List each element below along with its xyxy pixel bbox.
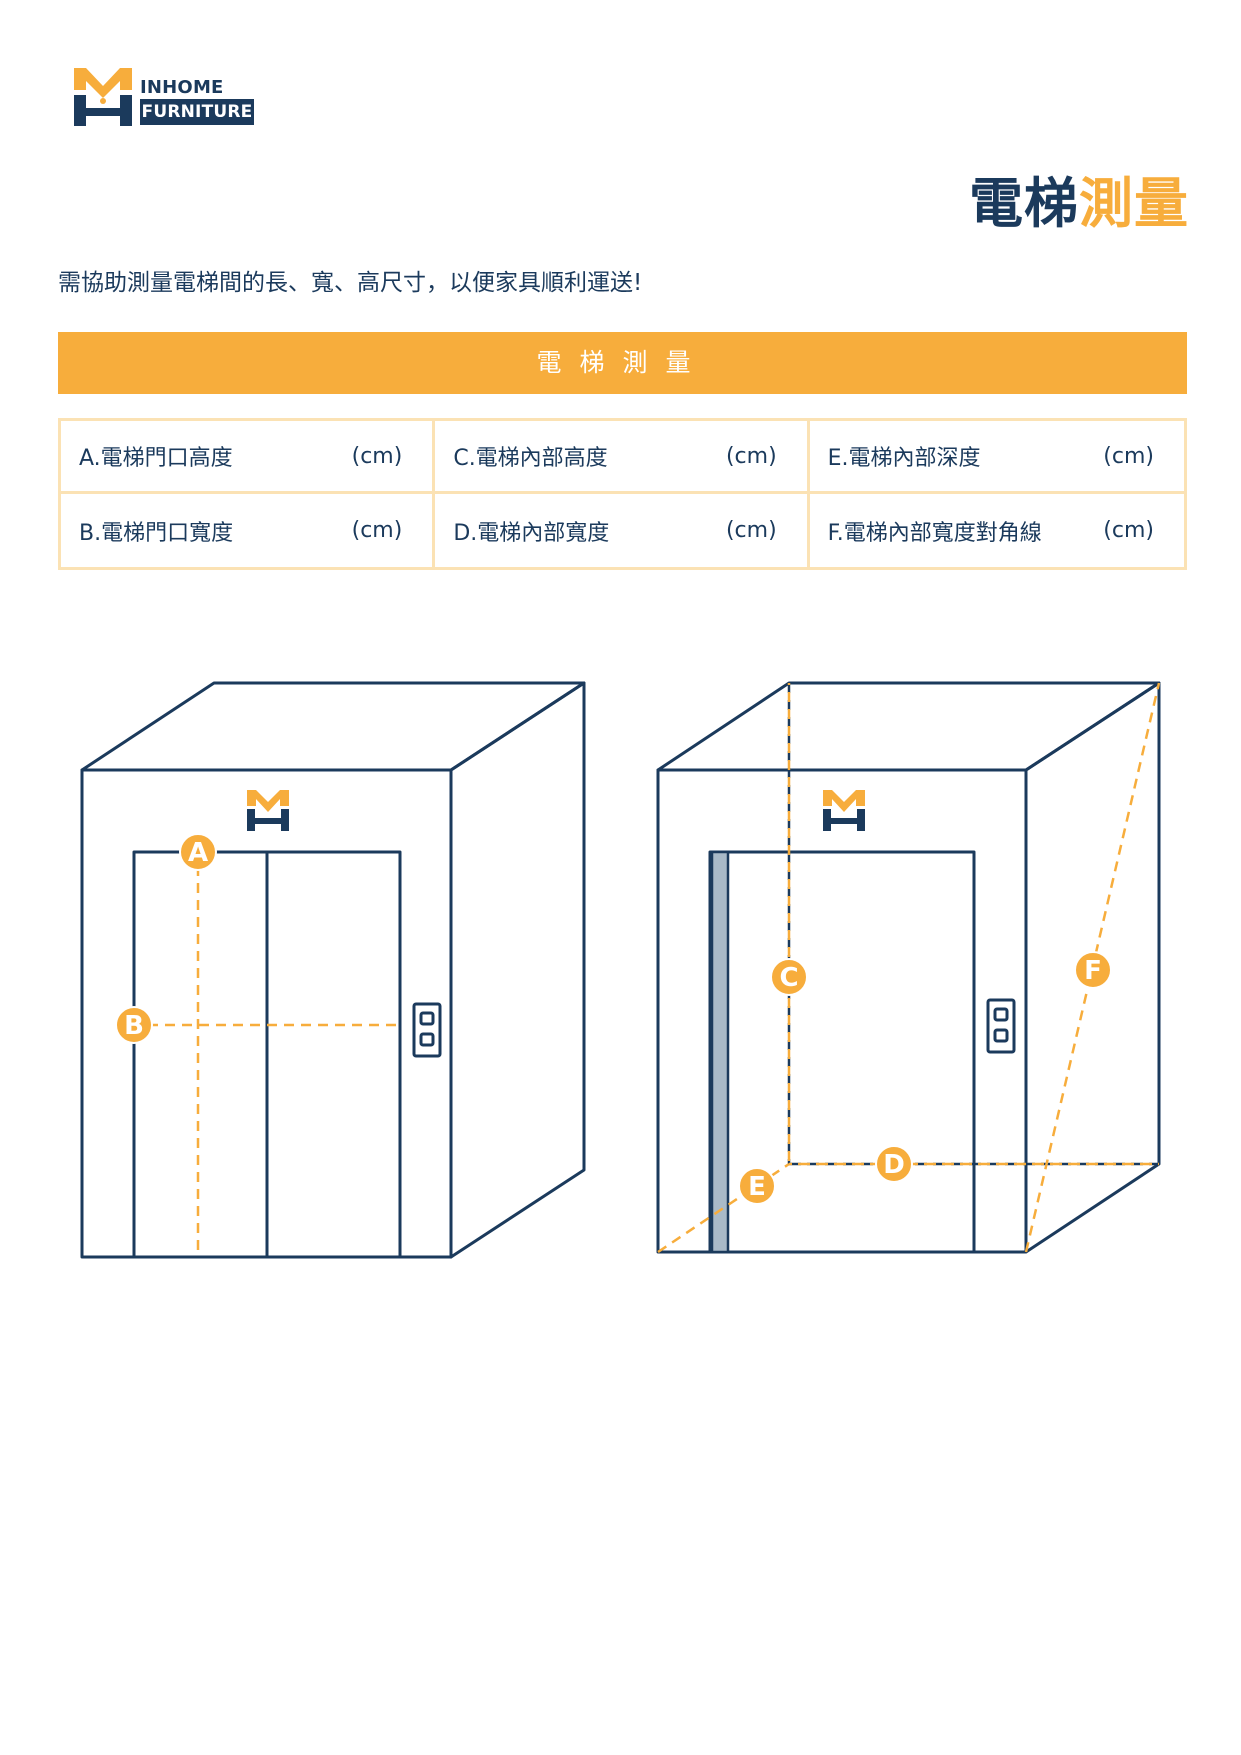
call-panel-right [986, 998, 1016, 1054]
measurement-unit: (cm) [351, 518, 403, 543]
measurement-cell-c[interactable]: C.電梯內部高度 (cm) [435, 421, 810, 494]
right-wall-panel [710, 850, 730, 1254]
page-subtitle: 需協助測量電梯間的長、寬、高尺寸，以便家具順利運送! [58, 270, 643, 296]
left-elevator-logo-icon [247, 790, 289, 831]
left-elevator [80, 681, 586, 1259]
marker-f-label: F [1084, 956, 1102, 986]
logo-home-text: HOME [162, 77, 224, 98]
marker-b: B [115, 1006, 153, 1044]
measurement-label: A.電梯門口高度 [79, 446, 233, 471]
page-title-part2: 測量 [1079, 172, 1189, 235]
marker-b-label: B [124, 1011, 144, 1041]
right-elevator-logo-icon [823, 790, 865, 831]
call-button-down-icon [419, 1032, 435, 1047]
measurement-cell-b[interactable]: B.電梯門口寬度 (cm) [61, 494, 436, 567]
measurement-unit: (cm) [725, 518, 777, 543]
brand-logo: INHOME FURNITURE [74, 68, 264, 128]
measurement-cell-d[interactable]: D.電梯內部寬度 (cm) [435, 494, 810, 567]
measurement-unit: (cm) [725, 443, 777, 469]
marker-a: A [179, 833, 217, 871]
measurement-label: C.電梯內部高度 [453, 446, 608, 471]
measurement-cell-f[interactable]: F.電梯內部寬度對角線 (cm) [810, 494, 1184, 567]
marker-e-label: E [748, 1172, 766, 1202]
logo-mh-icon [74, 68, 132, 126]
left-elevator-top-face [80, 681, 586, 772]
right-door-frame [708, 850, 976, 1254]
section-banner: 電梯測量 [58, 332, 1187, 394]
right-elevator-top-face [656, 681, 1161, 772]
elevator-diagrams: A B C D E F [0, 660, 1241, 1280]
marker-d-label: D [883, 1150, 905, 1180]
call-button-up-icon [419, 1011, 435, 1026]
measure-line-e [657, 1162, 790, 1254]
right-elevator [656, 681, 1161, 1254]
logo-in-text: IN [140, 77, 163, 98]
call-button-up-icon [993, 1007, 1009, 1022]
page-title-part1: 電梯 [969, 172, 1079, 235]
left-measure-lines [148, 866, 400, 1255]
measurement-table: A.電梯門口高度 (cm) C.電梯內部高度 (cm) E.電梯內部深度 (cm… [58, 418, 1187, 570]
measurement-unit: (cm) [351, 443, 403, 469]
elevator-diagram-svg: A B C D E F [80, 681, 1161, 1259]
measurement-unit: (cm) [1103, 518, 1154, 543]
measurement-cell-e[interactable]: E.電梯內部深度 (cm) [809, 421, 1184, 494]
logo-furniture-text: FURNITURE [140, 99, 254, 125]
right-elevator-side-edge [1025, 681, 1161, 1254]
marker-c-label: C [779, 963, 798, 993]
call-button-down-icon [993, 1028, 1009, 1043]
left-elevator-side-face [449, 681, 586, 1259]
marker-d: D [875, 1145, 913, 1183]
measurement-label: E.電梯內部深度 [827, 446, 981, 471]
measurement-cell-a[interactable]: A.電梯門口高度 (cm) [61, 421, 436, 494]
measurement-label: D.電梯內部寬度 [453, 520, 610, 546]
marker-e: E [738, 1167, 776, 1205]
measurement-label: F.電梯內部寬度對角線 [827, 520, 1042, 546]
page-title: 電梯測量 [969, 172, 1189, 236]
marker-f: F [1074, 951, 1112, 989]
measurement-label: B.電梯門口寬度 [79, 520, 234, 546]
call-panel [412, 1002, 442, 1058]
marker-c: C [770, 958, 808, 996]
logo-inhome-text: INHOME [140, 79, 224, 97]
marker-a-label: A [188, 838, 208, 868]
measurement-unit: (cm) [1103, 443, 1154, 469]
